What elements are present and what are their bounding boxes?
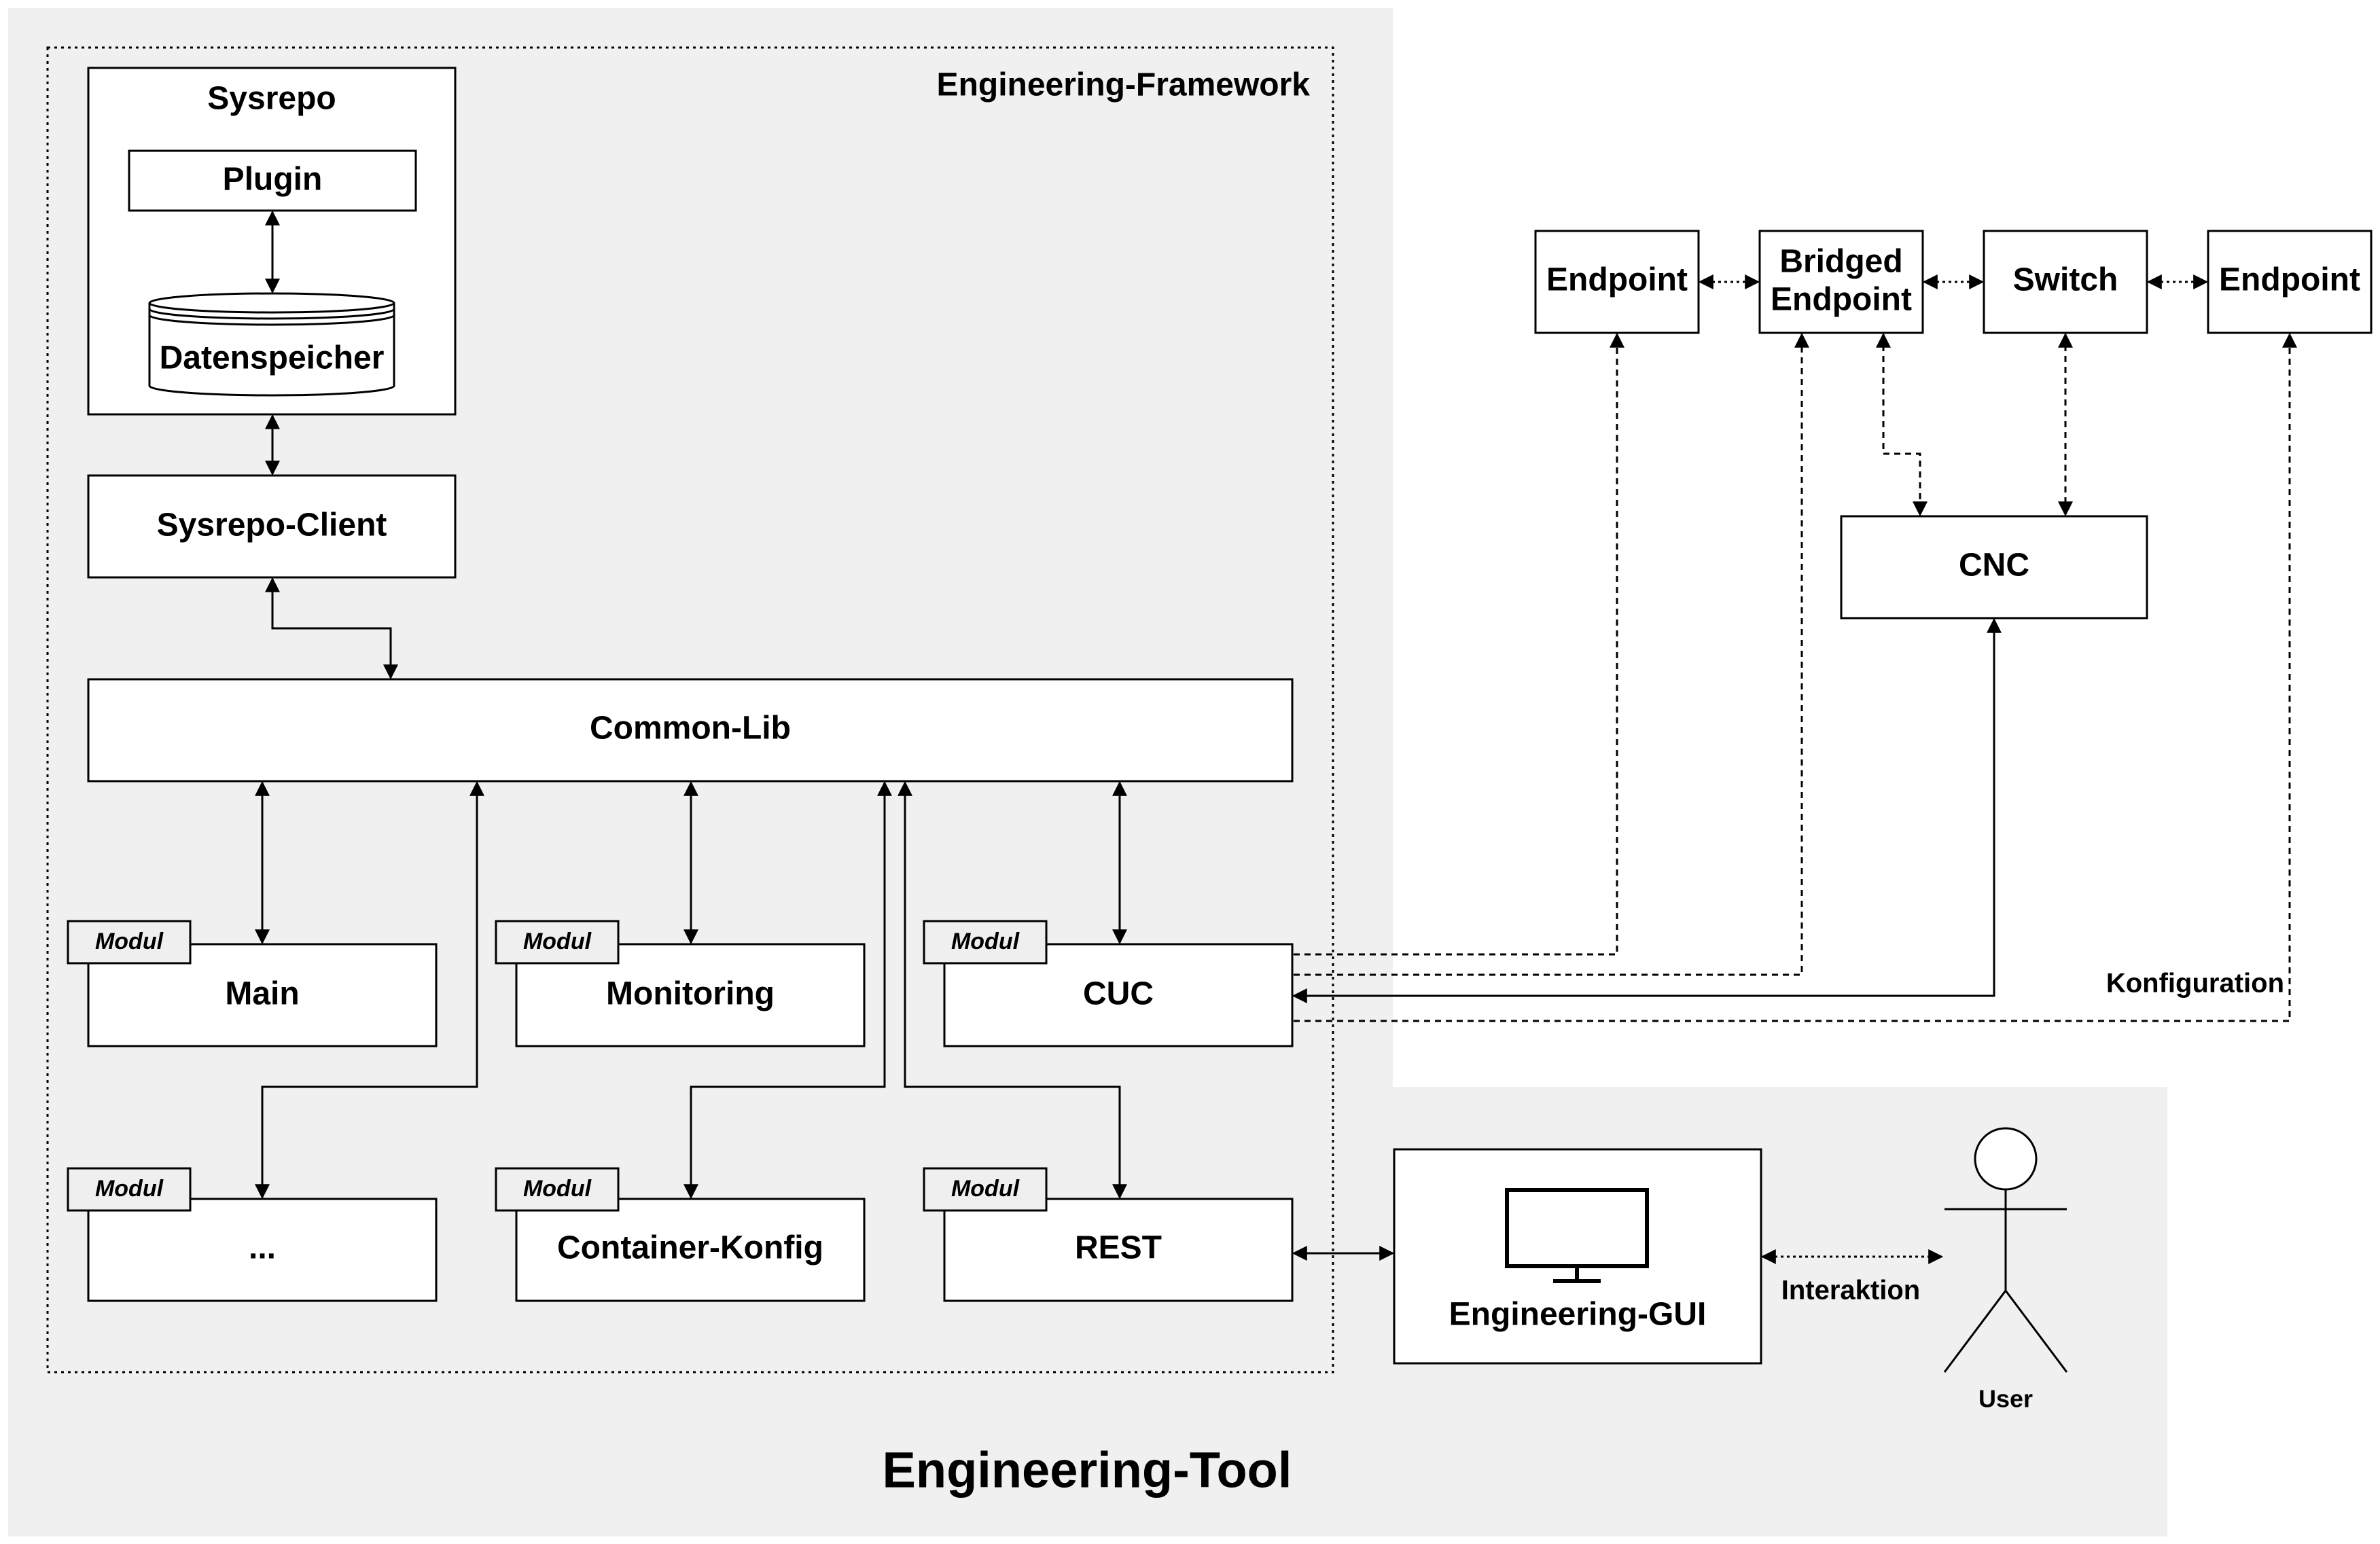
endpoint-left-label: Endpoint	[1546, 262, 1688, 298]
module-tag-label: Modul	[951, 1176, 1020, 1202]
user-label: User	[1978, 1385, 2033, 1413]
user-icon[interactable]	[1943, 1127, 2068, 1373]
client-commonlib-arrow	[265, 577, 398, 680]
module-tag	[923, 920, 1048, 965]
module-container-konfig-box[interactable]	[515, 1198, 866, 1302]
sysrepo-client-box[interactable]	[87, 474, 457, 579]
common-lib-label: Common-Lib	[590, 711, 791, 747]
module-monitoring-label: Monitoring	[606, 976, 775, 1012]
commonlib-ellipsis-arrow	[255, 780, 484, 1200]
module-ellipsis-box[interactable]	[87, 1198, 438, 1302]
module-main-label: Main	[225, 976, 299, 1012]
sysrepo-title: Sysrepo	[207, 81, 336, 117]
endpoint-right-label: Endpoint	[2219, 262, 2360, 298]
module-tag	[67, 1167, 192, 1212]
module-ellipsis-label: ...	[249, 1230, 276, 1266]
switch-box[interactable]	[1983, 230, 2148, 334]
module-tag-label: Modul	[951, 929, 1020, 954]
module-rest-label: REST	[1075, 1230, 1162, 1266]
sysrepo-client-label: Sysrepo-Client	[157, 507, 387, 543]
endpoint-left-box[interactable]	[1534, 230, 1700, 334]
engineering-framework-title: Engineering-Framework	[937, 67, 1311, 103]
datastore-icon	[148, 292, 395, 397]
cnc-box[interactable]	[1840, 515, 2148, 620]
commonlib-rest-arrow	[898, 780, 1127, 1200]
datastore-label: Datenspeicher	[160, 340, 385, 376]
module-tag	[495, 920, 620, 965]
module-tag-label: Modul	[523, 929, 592, 954]
engineering-gui-label: Engineering-GUI	[1449, 1297, 1707, 1333]
module-tag-label: Modul	[95, 929, 164, 954]
module-cuc-label: CUC	[1083, 976, 1154, 1012]
plugin-label: Plugin	[223, 162, 323, 198]
monitor-icon	[1505, 1188, 1649, 1283]
module-tag-label: Modul	[523, 1176, 592, 1202]
module-tag	[495, 1167, 620, 1212]
cnc-cuc-link	[1292, 617, 2002, 1003]
interaktion-label: Interaktion	[1781, 1276, 1920, 1306]
bridged-endpoint-label-line1: Bridged	[1779, 244, 1902, 280]
commonlib-container-arrow	[683, 780, 892, 1200]
cuc-endpoint-right-link	[1294, 332, 2297, 1022]
engineering-gui-box[interactable]	[1393, 1148, 1762, 1365]
plugin-box[interactable]	[128, 149, 417, 212]
cnc-label: CNC	[1959, 547, 2029, 584]
konfiguration-label: Konfiguration	[2106, 969, 2284, 999]
module-tag-label: Modul	[95, 1176, 164, 1202]
cuc-bridged-endpoint-link	[1294, 332, 1809, 976]
module-container-konfig-label: Container-Konfig	[557, 1230, 823, 1266]
bridged-endpoint-label-line2: Endpoint	[1771, 282, 1912, 318]
module-tag	[67, 920, 192, 965]
common-lib-box[interactable]	[87, 678, 1294, 783]
module-tag	[923, 1167, 1048, 1212]
bridged-cnc-link	[1876, 332, 1928, 517]
engineering-tool-title: Engineering-Tool	[883, 1442, 1292, 1498]
switch-label: Switch	[2013, 262, 2118, 298]
module-rest-box[interactable]	[943, 1198, 1294, 1302]
